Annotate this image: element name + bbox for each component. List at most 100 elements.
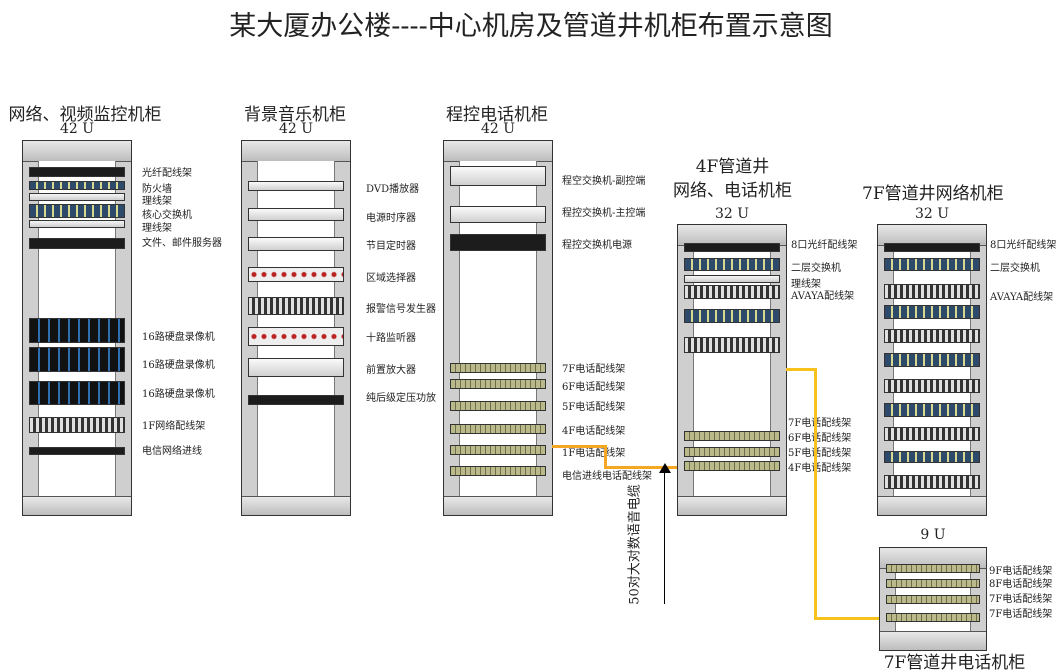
- rack-device: [248, 297, 344, 315]
- orange-cable: [604, 445, 607, 469]
- rack-title: 程控电话机柜: [446, 105, 548, 125]
- rack-bottom-panel: [444, 496, 552, 515]
- rack-device: [29, 381, 125, 405]
- rack-device: [884, 243, 980, 252]
- device-label: 电信进线电话配线架: [562, 471, 652, 482]
- device-label: 7F电话配线架: [562, 364, 626, 375]
- device-label: 5F电话配线架: [562, 402, 626, 413]
- rack-cabinet: [443, 140, 553, 516]
- rack-device: [684, 447, 780, 457]
- device-label: 程控交换机-主控端: [562, 208, 646, 219]
- rack-cabinet: [879, 547, 987, 651]
- rack-device: [248, 267, 344, 282]
- device-label: 二层交换机: [791, 263, 841, 274]
- rack-device: [886, 579, 980, 588]
- rack-cabinet: [22, 140, 132, 516]
- device-label: 文件、邮件服务器: [142, 238, 222, 249]
- rack-device: [884, 353, 980, 367]
- rack-units: 42 U: [278, 121, 314, 137]
- rack-device: [886, 595, 980, 604]
- rack-device: [450, 166, 546, 186]
- rack-device: [248, 208, 344, 221]
- rack-device: [248, 327, 344, 346]
- rack-device: [248, 395, 344, 405]
- device-label: 光纤配线架: [142, 168, 192, 179]
- rack-device: [450, 445, 546, 455]
- rack-units: 42 U: [59, 121, 95, 137]
- rack-device: [450, 206, 546, 223]
- rack-device: [684, 337, 780, 353]
- device-label: DVD播放器: [366, 184, 420, 195]
- device-label: 6F电话配线架: [788, 433, 852, 444]
- rack-units: 9 U: [920, 527, 946, 543]
- device-label: 十路监听器: [366, 333, 416, 344]
- rack-bottom-panel: [23, 496, 131, 515]
- device-label: 报警信号发生器: [366, 304, 436, 315]
- rack-title: 网络、视频监控机柜: [8, 105, 162, 125]
- device-label: 7F电话配线架: [788, 418, 852, 429]
- rack-cabinet: [241, 140, 351, 516]
- device-label: 二层交换机: [990, 263, 1040, 274]
- rack-device: [248, 358, 344, 377]
- device-label: 电信网络进线: [142, 446, 202, 457]
- device-label: 核心交换机: [142, 210, 192, 221]
- device-label: 纯后级定压功放: [366, 393, 436, 404]
- device-label: 节目定时器: [366, 241, 416, 252]
- arrow-head-icon: [659, 463, 671, 473]
- rack-top-panel: [444, 141, 552, 162]
- rack-units: 32 U: [714, 206, 750, 222]
- rack-device: [29, 181, 125, 190]
- rack-units: 42 U: [480, 121, 516, 137]
- rack-device: [884, 329, 980, 343]
- device-label: 8口光纤配线架: [990, 240, 1057, 251]
- rack-device: [684, 309, 780, 323]
- rack-device: [684, 431, 780, 441]
- device-label: 8F电话配线架: [989, 579, 1053, 590]
- device-label: 电源时序器: [366, 213, 416, 224]
- rack-device: [450, 363, 546, 373]
- rack-device: [884, 403, 980, 417]
- device-label: 程控交换机电源: [562, 240, 632, 251]
- device-label: 6F电话配线架: [562, 382, 626, 393]
- rack-device: [248, 181, 344, 191]
- rack-device: [684, 275, 780, 283]
- device-label: 前置放大器: [366, 365, 416, 376]
- rack-device: [29, 318, 125, 343]
- rack-device: [884, 258, 980, 271]
- rack-device: [884, 451, 980, 463]
- rack-top-panel: [242, 141, 350, 162]
- diagram-title: 某大厦办公楼----中心机房及管道井机柜布置示意图: [229, 11, 833, 42]
- device-label: 16路硬盘录像机: [142, 389, 215, 400]
- device-label: 1F网络配线架: [142, 421, 206, 432]
- rack-cabinet: [877, 224, 987, 516]
- device-label: 区域选择器: [366, 273, 416, 284]
- rack-bottom-panel: [678, 496, 786, 515]
- device-label: 程空交换机-副控端: [562, 176, 646, 187]
- rack-top-panel: [23, 141, 131, 162]
- rack-bottom-panel: [878, 496, 986, 515]
- rack-device: [29, 220, 125, 228]
- device-label: 理线架: [142, 223, 172, 234]
- yellow-cable: [786, 368, 817, 371]
- rack-device: [248, 237, 344, 251]
- device-label: 4F电话配线架: [788, 463, 852, 474]
- rack-bottom-panel: [880, 631, 986, 650]
- rack-device: [684, 243, 780, 252]
- rack-device: [450, 401, 546, 411]
- rack-title: 网络、电话机柜: [673, 181, 792, 201]
- device-label: 1F电话配线架: [562, 448, 626, 459]
- rack-device: [684, 461, 780, 471]
- orange-cable: [552, 445, 607, 448]
- device-label: 5F电话配线架: [788, 448, 852, 459]
- cable-label: 50对大对数语音电缆: [627, 484, 643, 605]
- device-label: AVAYA配线架: [791, 291, 855, 302]
- rack-title: 7F管道井网络机柜: [862, 184, 1004, 204]
- rack-device: [884, 427, 980, 441]
- yellow-cable: [814, 368, 817, 620]
- orange-cable: [604, 466, 677, 469]
- rack-title: 背景音乐机柜: [244, 105, 346, 125]
- rack-device: [884, 284, 980, 299]
- device-label: 理线架: [791, 279, 821, 290]
- rack-title: 7F管道井电话机柜: [883, 653, 1026, 672]
